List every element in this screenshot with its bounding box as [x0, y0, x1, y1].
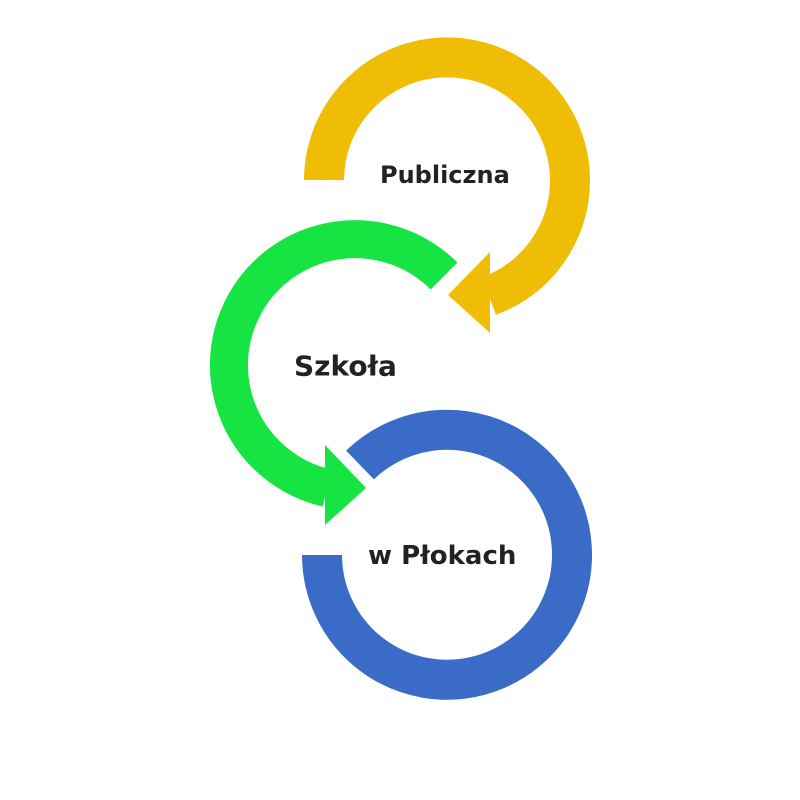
green-arrow — [209, 220, 458, 525]
label-publiczna: Publiczna — [380, 161, 510, 189]
label-szkola: Szkoła — [294, 349, 397, 383]
blue-ring — [302, 409, 592, 700]
yellow-arrow — [304, 37, 590, 333]
label-w-plokach: w Płokach — [368, 541, 517, 571]
